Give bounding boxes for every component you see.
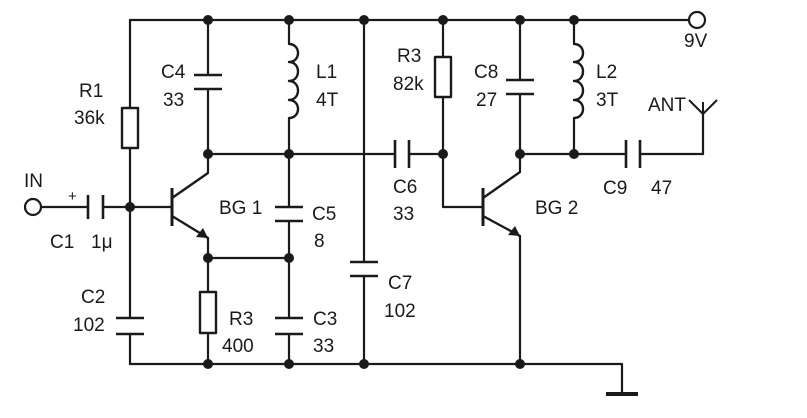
capacitor-c5 [275, 205, 303, 223]
label-c4-value: 33 [163, 90, 184, 111]
label-c3-ref: C3 [313, 309, 337, 330]
label-r1-ref: R1 [79, 81, 103, 102]
transistor-bg1 [170, 172, 209, 240]
antenna-icon [688, 99, 718, 128]
label-c1-ref: C1 [50, 232, 74, 253]
label-c2-ref: C2 [81, 287, 105, 308]
capacitor-c9 [624, 140, 642, 168]
capacitor-c1 [86, 195, 105, 219]
wire-c9-antenna [638, 108, 705, 156]
capacitor-c7 [350, 260, 378, 278]
inductor-l2 [572, 42, 585, 120]
capacitor-c8 [506, 78, 534, 96]
junction-dots [125, 15, 579, 369]
label-c1-value: 1μ [91, 232, 113, 253]
label-c4-ref: C4 [161, 62, 186, 83]
label-bg1: BG 1 [219, 198, 262, 219]
label-r3-emitter-value: 400 [222, 336, 254, 357]
label-c5-value: 8 [314, 231, 325, 252]
capacitor-c4 [194, 73, 222, 91]
transistor-bg2 [481, 171, 521, 238]
label-c1-polarity: + [68, 188, 77, 205]
label-c8-ref: C8 [474, 62, 498, 83]
label-r3-bias-value: 82k [393, 74, 424, 95]
label-c7-value: 102 [384, 301, 416, 322]
label-l1-ref: L1 [316, 62, 337, 83]
label-c9-ref: C9 [603, 178, 627, 199]
wire-r3b-base2 [441, 95, 485, 209]
label-r1-value: 36k [74, 108, 105, 129]
inductor-l1 [287, 42, 300, 120]
label-l1-value: 4T [316, 90, 339, 111]
label-l2-value: 3T [596, 90, 619, 111]
labels: IN 9V ANT R1 36k + C1 1μ C2 102 C4 33 L1… [24, 31, 708, 357]
label-9v: 9V [684, 31, 708, 52]
capacitor-c6 [393, 140, 411, 168]
label-bg2: BG 2 [535, 198, 578, 219]
label-c6-ref: C6 [393, 177, 417, 198]
label-ant: ANT [648, 95, 686, 116]
resistor-r3-bias [433, 55, 453, 99]
resistor-r3-emitter [198, 290, 218, 335]
label-c8-value: 27 [476, 90, 497, 111]
capacitor-c3 [275, 316, 303, 336]
ground-rail [128, 362, 624, 394]
resistor-r1 [120, 106, 140, 150]
label-r3-emitter-ref: R3 [229, 309, 253, 330]
label-in: IN [24, 171, 43, 192]
label-r3-bias-ref: R3 [397, 46, 421, 67]
label-c7-ref: C7 [388, 273, 412, 294]
label-c9-value: 47 [651, 178, 672, 199]
capacitor-c2 [116, 316, 144, 336]
label-c3-value: 33 [313, 336, 334, 357]
label-l2-ref: L2 [596, 62, 617, 83]
label-c6-value: 33 [393, 204, 414, 225]
label-c5-ref: C5 [312, 204, 336, 225]
input-terminal [23, 197, 43, 217]
supply-terminal [687, 10, 707, 30]
label-c2-value: 102 [73, 315, 105, 336]
